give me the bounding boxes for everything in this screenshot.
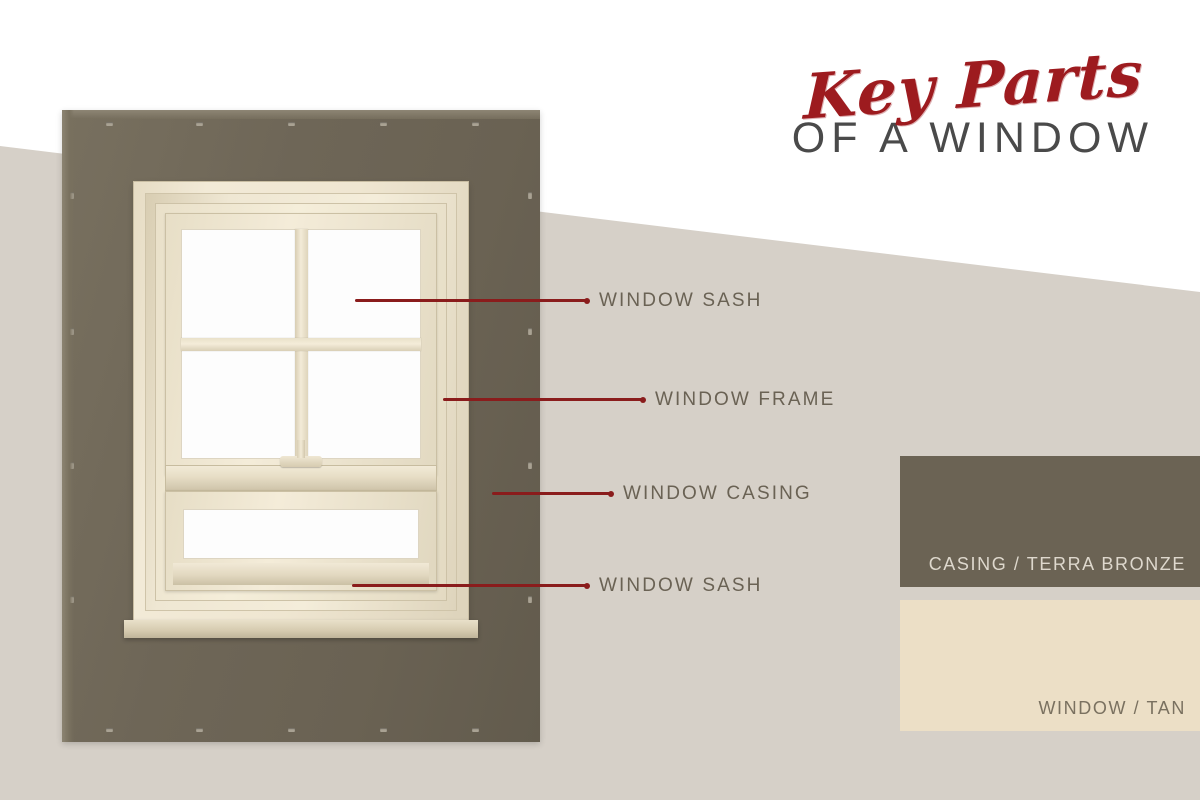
window-illustration <box>62 110 540 742</box>
callout-label-window-frame: WINDOW FRAME <box>655 389 836 410</box>
page-title: Key Parts OF A WINDOW <box>636 37 1156 162</box>
casing-top-edge <box>62 110 540 119</box>
callout-label-window-sash-lower: WINDOW SASH <box>599 575 763 596</box>
title-sub-line: OF A WINDOW <box>791 113 1154 162</box>
lower-sash <box>165 491 437 591</box>
frame-inner-jamb <box>155 203 447 601</box>
lower-sash-bottom-rail <box>173 563 429 585</box>
leader-line-window-sash-upper <box>355 297 590 304</box>
swatch-window-tan: WINDOW / TAN <box>900 600 1200 731</box>
frame-bevel <box>145 193 457 611</box>
swatch-casing-terra-bronze: CASING / TERRA BRONZE <box>900 456 1200 587</box>
leader-line-window-casing <box>492 490 614 497</box>
upper-sash <box>165 213 437 475</box>
sash-lock[interactable] <box>280 440 322 467</box>
leader-line-window-sash-lower <box>352 582 590 589</box>
callout-label-window-sash-upper: WINDOW SASH <box>599 290 763 311</box>
swatch-casing-label: CASING / TERRA BRONZE <box>928 554 1186 574</box>
swatch-window-label: WINDOW / TAN <box>1038 698 1186 718</box>
callout-label-window-casing: WINDOW CASING <box>623 483 812 504</box>
meeting-rail <box>165 440 437 491</box>
muntin-horizontal <box>181 338 421 351</box>
lower-glass-pane <box>183 509 419 559</box>
leader-line-window-frame <box>443 396 646 403</box>
window-sill <box>124 620 478 638</box>
window-frame <box>134 182 468 622</box>
